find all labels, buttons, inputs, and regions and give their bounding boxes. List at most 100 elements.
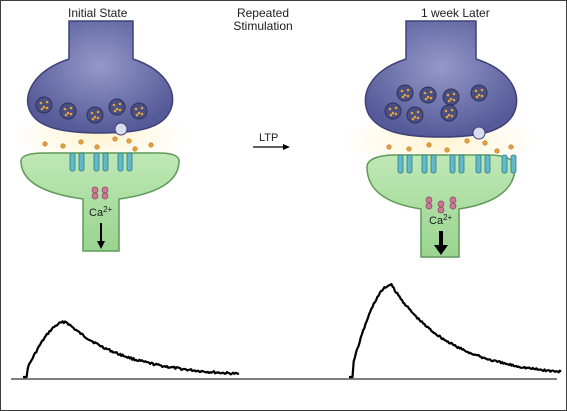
neurotransmitter-molecule [508,144,514,150]
vesicle-transmitter-dot [447,99,451,103]
receptor-subunit [102,152,109,172]
neurotransmitter-molecule [60,143,66,149]
calcium-label-initial: Ca2+ [89,205,113,249]
receptor-subunit [458,154,465,174]
title-middle-line2: Stimulation [233,19,293,33]
calcium-label-later: Ca2+ [429,213,453,255]
vesicle-transmitter-dot [115,107,119,111]
neurotransmitter-molecule [406,146,412,152]
vesicle-transmitter-dot [45,106,49,110]
calcium-ion [101,186,109,200]
neurotransmitter-molecule [132,146,138,152]
vesicle-transmitter-dot [429,90,433,94]
calcium-ion-part [449,202,457,210]
vesicle-membrane [406,106,424,124]
vesicle-transmitter-dot [90,111,94,115]
calcium-ion-part [425,196,433,204]
receptor-channel [501,154,517,174]
neurotransmitter-molecule [482,140,488,146]
vesicle-transmitter-dot [140,112,144,116]
ca-label-initial: Ca2+ [89,205,113,219]
vesicle-transmitter-dot [63,107,67,111]
vesicle-transmitter-dot [475,95,479,99]
title-one-week-later: 1 week Later [421,6,490,20]
vesicle-transmitter-dot [118,102,122,106]
neurotransmitter-molecule [126,138,132,144]
vesicle-transmitter-dot [477,93,481,97]
title-middle-line1: Repeated [236,6,290,20]
neurotransmitter-molecule [112,136,118,142]
ltp-arrowhead [283,144,290,150]
vesicle-transmitter-dot [416,116,420,120]
neurotransmitter-molecule [464,138,470,144]
vesicle-transmitter-dot [96,116,100,120]
calcium-ion-part [101,192,109,200]
vesicle-transmitter-dot [42,105,46,109]
receptor-subunit [117,152,124,172]
synaptic-vesicle [470,84,488,102]
calcium-ion [91,186,99,200]
vesicle-transmitter-dot [140,106,144,110]
vesicle-transmitter-dot [452,92,456,96]
vesicle-transmitter-dot [406,94,410,98]
receptor-subunit [484,154,491,174]
presynaptic-terminal-later [364,20,518,138]
synaptic-vesicle [108,98,126,116]
vesicle-transmitter-dot [445,115,449,119]
neurotransmitter-initial [42,136,154,152]
vesicle-transmitter-dot [64,113,68,117]
fusing-vesicle [472,126,486,140]
receptor-channel [475,154,491,174]
vesicle-transmitter-dot [400,89,404,93]
synaptic-vesicle [440,104,458,122]
postsynaptic-spine-initial [20,152,180,252]
vesicle-transmitter-dot [450,114,454,118]
receptors-later [397,154,517,174]
vesicle-transmitter-dot [480,88,484,92]
vesicle-transmitter-dot [410,111,414,115]
vesicle-transmitter-dot [413,115,417,119]
vesicle-transmitter-dot [391,111,395,115]
title-initial-state: Initial State [68,6,128,20]
calcium-ion-part [437,200,445,208]
vesicle-transmitter-dot [401,95,405,99]
receptor-subunit [475,154,482,174]
ca-label-later: Ca2+ [429,213,453,227]
epsp-trace-later [349,282,562,379]
ltp-arrow-group: LTP [253,132,290,150]
vesicle-transmitter-dot [69,112,73,116]
calcium-ion [437,200,445,214]
receptor-subunit [397,154,404,174]
epsp-trace-initial [23,320,240,379]
vesicle-transmitter-dot [69,106,73,110]
vesicle-transmitter-dot [389,113,393,117]
vesicle-membrane [35,96,53,114]
fusing-vesicle [114,122,128,136]
calcium-ion-part [449,196,457,204]
vesicle-transmitter-dot [480,94,484,98]
vesicle-transmitter-dot [474,89,478,93]
vesicle-transmitter-dot [452,98,456,102]
calcium-ion [425,196,433,210]
vesicle-transmitter-dot [426,95,430,99]
synaptic-vesicle [406,106,424,124]
vesicle-membrane [130,102,148,120]
receptor-subunit [406,154,413,174]
neurotransmitter-molecule [78,139,84,145]
vesicle-transmitter-dot [113,109,117,113]
synaptic-vesicle [130,102,148,120]
calcium-ion-part [91,186,99,194]
vesicles-initial [35,96,148,136]
vesicle-transmitter-dot [424,97,428,101]
vesicle-transmitter-dot [444,109,448,113]
calcium-ions-initial [91,186,109,200]
vesicle-transmitter-dot [137,111,141,115]
vesicle-membrane [384,102,402,120]
vesicle-membrane [442,88,460,106]
synaptic-vesicle [419,86,437,104]
neurotransmitter-molecule [148,142,154,148]
vesicle-transmitter-dot [39,101,43,105]
vesicle-transmitter-dot [449,97,453,101]
receptor-subunit [421,154,428,174]
